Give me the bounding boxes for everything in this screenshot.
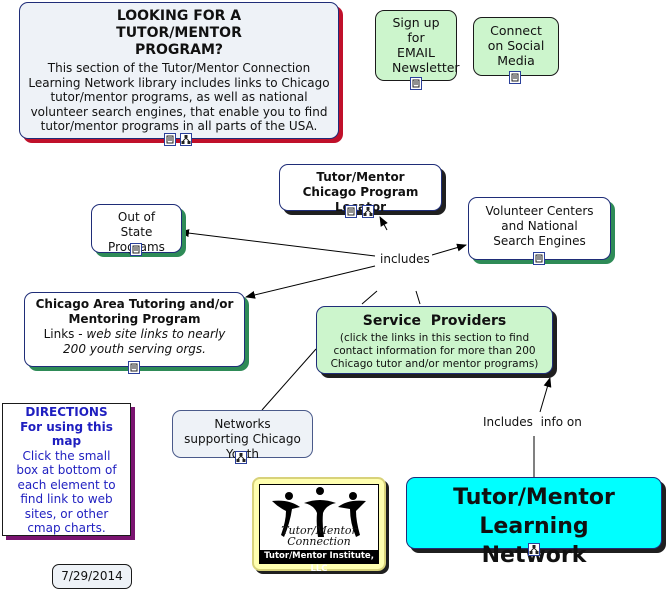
resource-doc-icon[interactable] — [128, 361, 140, 374]
link-includes-to-out-of-state — [179, 229, 376, 257]
date-label: 7/29/2014 — [61, 569, 123, 583]
learning-network-label: Tutor/Mentor Learning Network — [453, 485, 615, 568]
resource-doc-icon[interactable] — [509, 71, 521, 84]
directions-body: Click the small box at bottom of each el… — [16, 448, 117, 536]
chicago-area-title: Chicago Area Tutoring and/or Mentoring P… — [35, 297, 234, 326]
cmap-link-icon[interactable] — [235, 451, 247, 464]
resource-doc-icon[interactable] — [533, 252, 545, 265]
resource-doc-icon[interactable] — [164, 133, 176, 146]
link-service-to-includes-right — [415, 290, 421, 305]
directions-subtitle: For using this map — [20, 419, 113, 449]
logo-caption: Tutor/Mentor Institute, LLC — [260, 550, 378, 574]
volunteer-label: Volunteer Centers and National Search En… — [485, 204, 594, 248]
directions-title: DIRECTIONS — [25, 405, 108, 419]
cmap-link-icon[interactable] — [180, 133, 192, 146]
logo-line-2: Connection — [287, 535, 351, 548]
social-media-node: Connect on Social Media — [473, 17, 559, 84]
resource-doc-icon[interactable] — [410, 77, 422, 90]
tutor-mentor-logo[interactable]: Tutor/Mentor Connection Tutor/Mentor Ins… — [259, 484, 379, 574]
link-includes-info-to-service — [539, 377, 552, 413]
out-of-state-label: Out of State Programs — [108, 210, 165, 254]
resource-doc-icon[interactable] — [130, 243, 142, 256]
program-locator-node: Tutor/Mentor Chicago Program Locator — [279, 164, 442, 218]
link-service-to-networks — [261, 348, 317, 411]
chicago-area-links-prefix: Links - — [43, 327, 87, 341]
chicago-area-links-desc: web site links to nearly 200 youth servi… — [63, 327, 226, 356]
includes-link-label: includes — [378, 252, 432, 266]
locator-label: Tutor/Mentor Chicago Program Locator — [302, 170, 419, 214]
chicago-area-programs-node: Chicago Area Tutoring and/or Mentoring P… — [24, 292, 245, 374]
tutor-mentor-logo-frame: Tutor/Mentor Connection Tutor/Mentor Ins… — [252, 477, 386, 574]
service-title: Service Providers — [362, 313, 507, 329]
learning-network-node: Tutor/Mentor Learning Network — [406, 477, 662, 568]
directions-node: DIRECTIONS For using this map Click the … — [2, 403, 131, 536]
includes-info-link-label: Includes info on — [481, 415, 584, 429]
signup-label: Sign up for EMAIL Newsletter — [392, 15, 460, 75]
looking-for-program-node: LOOKING FOR A TUTOR/MENTOR PROGRAM? This… — [19, 2, 339, 146]
networks-node: Networks supporting Chicago Youth — [172, 410, 313, 464]
link-includes-to-locator — [379, 216, 388, 231]
resource-doc-icon[interactable] — [345, 205, 357, 218]
chicago-area-links-text: Links - web site links to nearly 200 you… — [31, 327, 238, 357]
service-providers-node: Service Providers (click the links in th… — [316, 306, 553, 374]
link-service-to-includes-left — [361, 290, 378, 305]
link-includes-to-volunteer — [431, 243, 467, 256]
looking-body: This section of the Tutor/Mentor Connect… — [28, 61, 330, 133]
volunteer-centers-node: Volunteer Centers and National Search En… — [468, 197, 611, 265]
out-of-state-node: Out of State Programs — [91, 204, 182, 256]
date-badge: 7/29/2014 — [52, 564, 132, 589]
looking-title: LOOKING FOR A TUTOR/MENTOR PROGRAM? — [116, 8, 242, 58]
figures-logo-art — [272, 487, 366, 537]
link-includes-to-chicago-area — [245, 265, 376, 299]
signup-newsletter-node: Sign up for EMAIL Newsletter — [375, 10, 460, 90]
service-body: (click the links in this section to find… — [330, 332, 539, 370]
social-label: Connect on Social Media — [487, 23, 545, 68]
logo-line-1: Tutor/Mentor — [281, 524, 357, 537]
cmap-link-icon[interactable] — [528, 543, 540, 556]
cmap-link-icon[interactable] — [362, 205, 374, 218]
